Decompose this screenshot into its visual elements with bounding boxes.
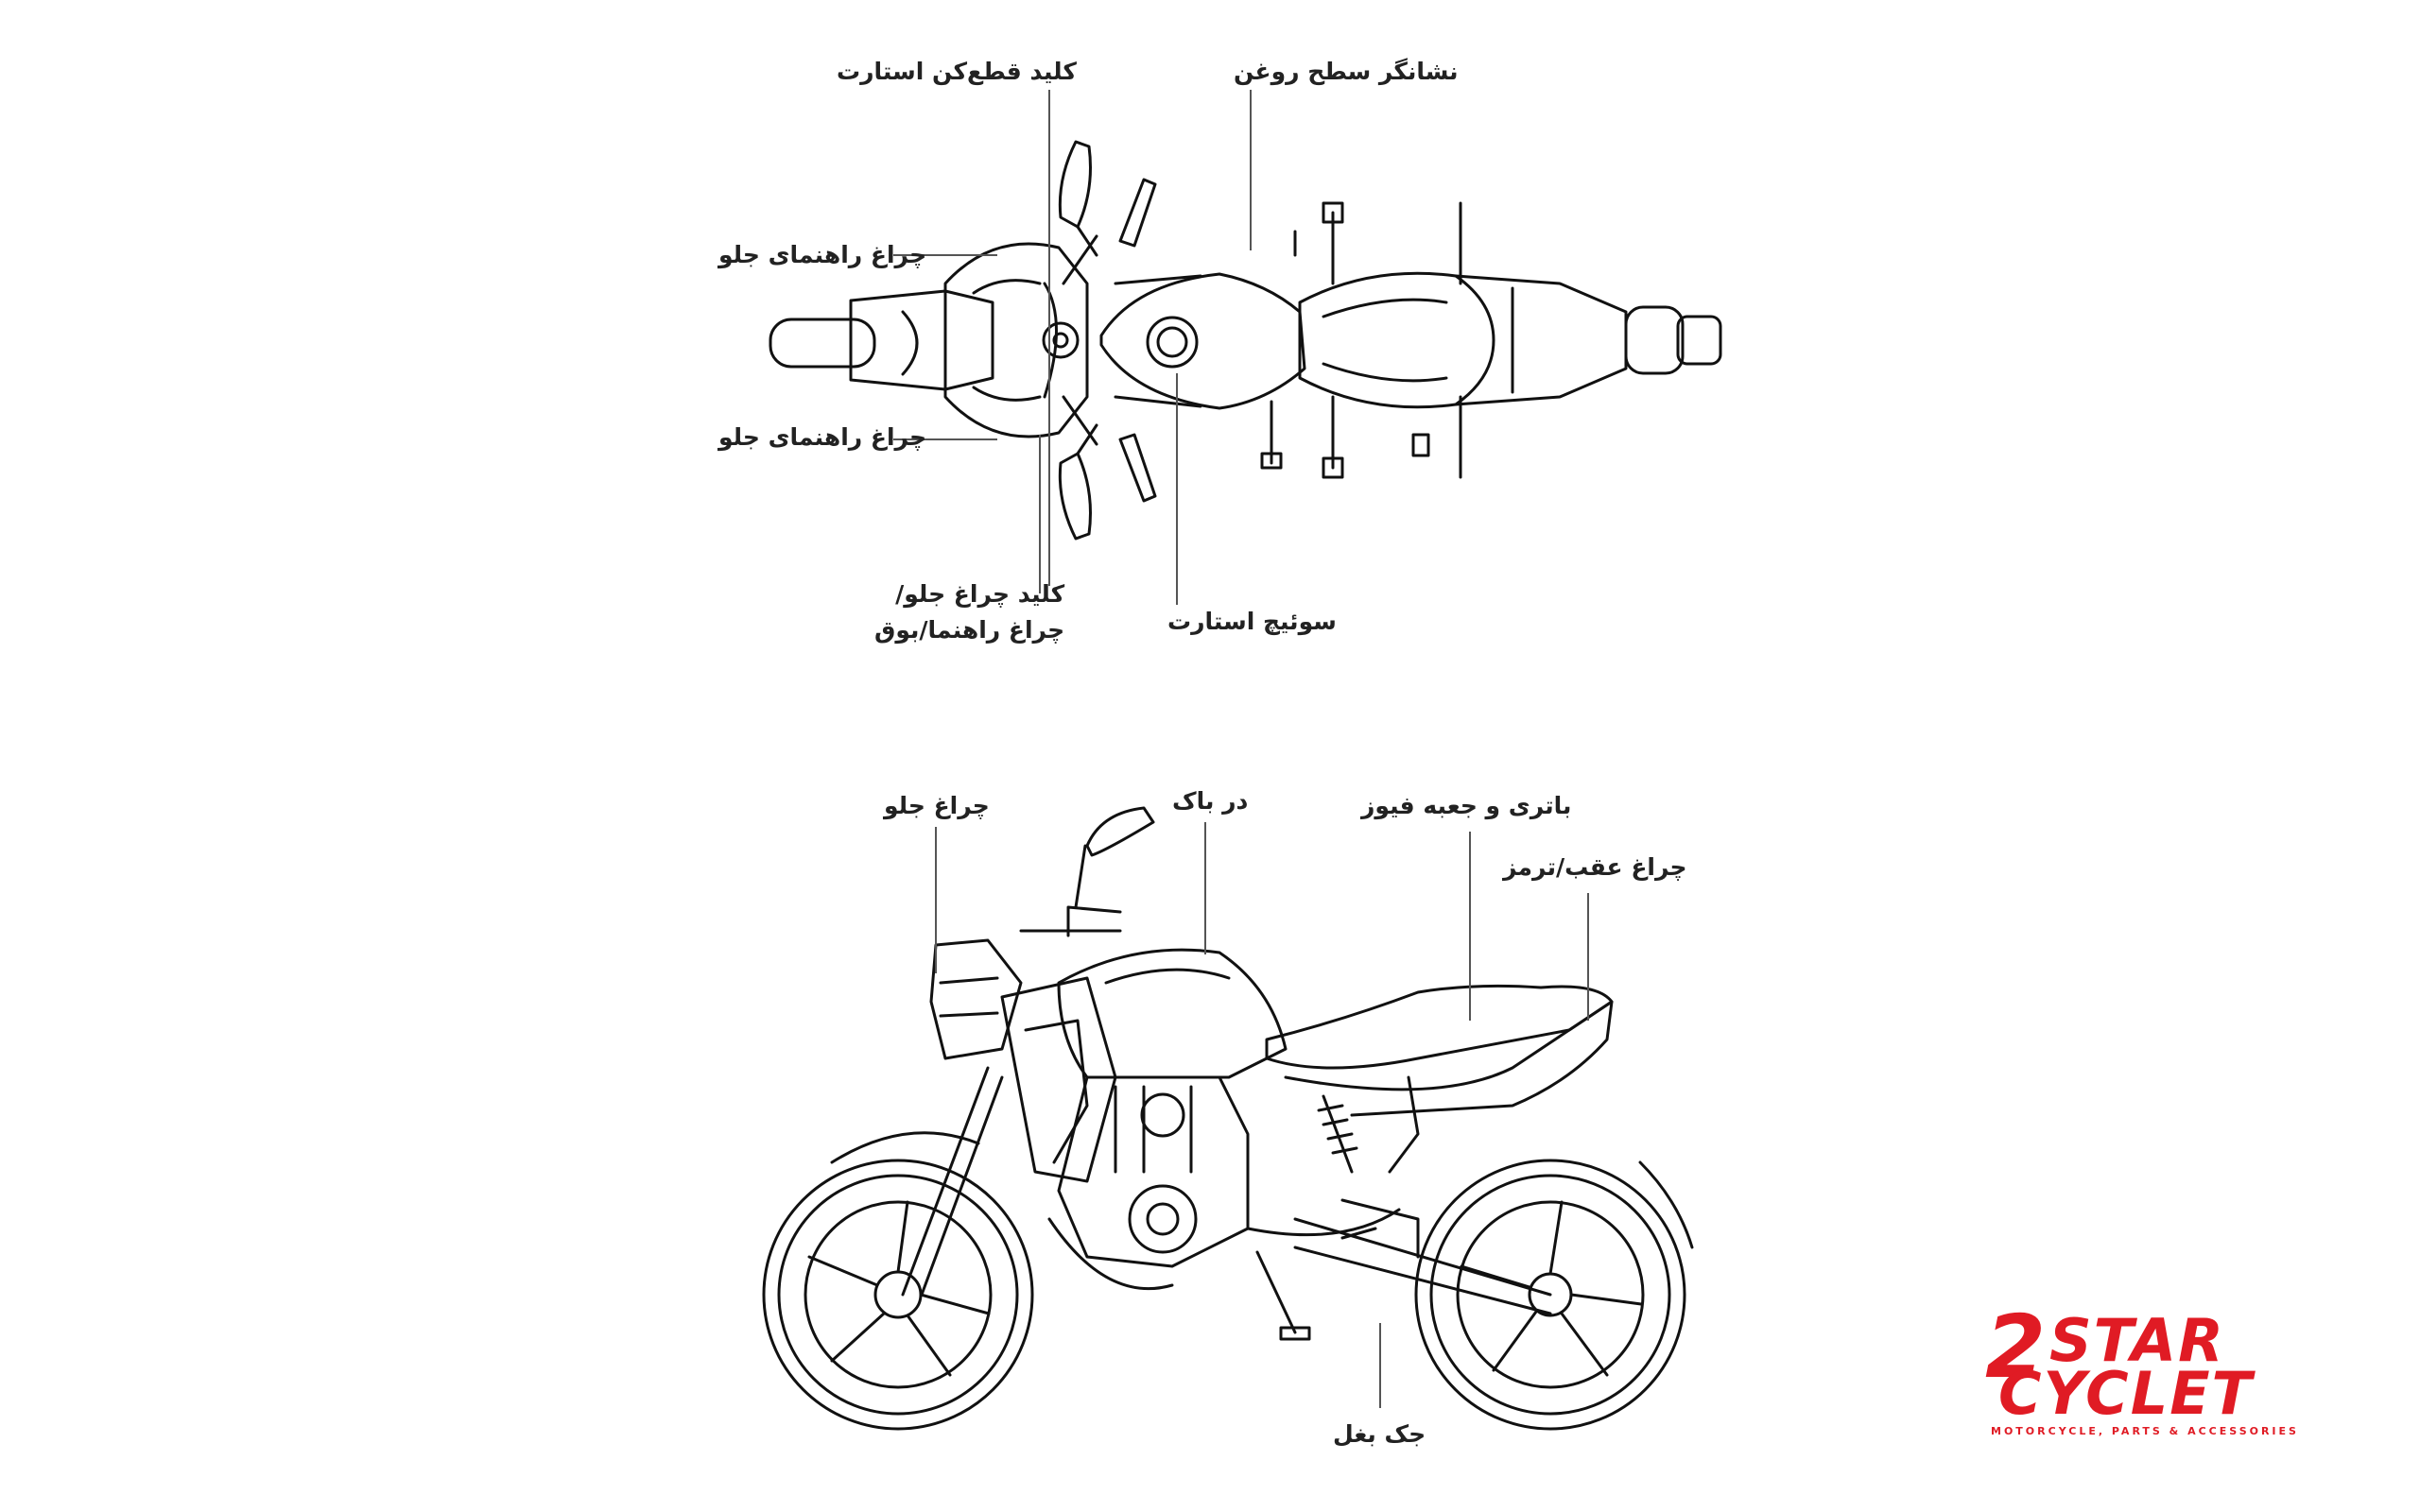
label-headlight-switch-line1: کلید چراغ جلو/ [895, 580, 1065, 608]
label-fuel-cap: در باک [1172, 787, 1249, 815]
label-tail-brake-light: چراغ عقب/ترمز [1503, 853, 1687, 881]
label-headlight-switch: کلید چراغ جلو/ چراغ راهنما/بوق [874, 576, 1064, 648]
label-side-stand: جک بغل [1333, 1420, 1426, 1448]
label-headlight-switch-line2: چراغ راهنما/بوق [874, 616, 1065, 644]
label-oil-level: نشانگر سطح روغن [1234, 58, 1459, 85]
label-kill-switch: کلید قطع‌کن استارت [837, 58, 1077, 85]
label-front-turn-signal-lower: چراغ راهنمای جلو [718, 423, 927, 451]
side-view-motorcycle [762, 806, 1694, 1431]
logo-number: 2 [1985, 1297, 2047, 1398]
brand-logo: 2 STAR CYCLET MOTORCYCLE, PARTS & ACCESS… [1985, 1297, 2354, 1446]
logo-word-cyclet: CYCLET [1998, 1359, 2254, 1428]
label-ignition-switch: سوئیچ استارت [1167, 608, 1337, 635]
logo-word-star: STAR [2049, 1306, 2225, 1375]
label-headlight: چراغ جلو [884, 792, 990, 819]
label-battery-fuse: باتری و جعبه فیوز [1361, 792, 1572, 819]
callout-lines [893, 90, 1589, 1408]
logo-tagline: MOTORCYCLE, PARTS & ACCESSORIES [1991, 1425, 2299, 1437]
top-view-motorcycle [769, 140, 1722, 541]
label-front-turn-signal-upper: چراغ راهنمای جلو [718, 241, 927, 268]
